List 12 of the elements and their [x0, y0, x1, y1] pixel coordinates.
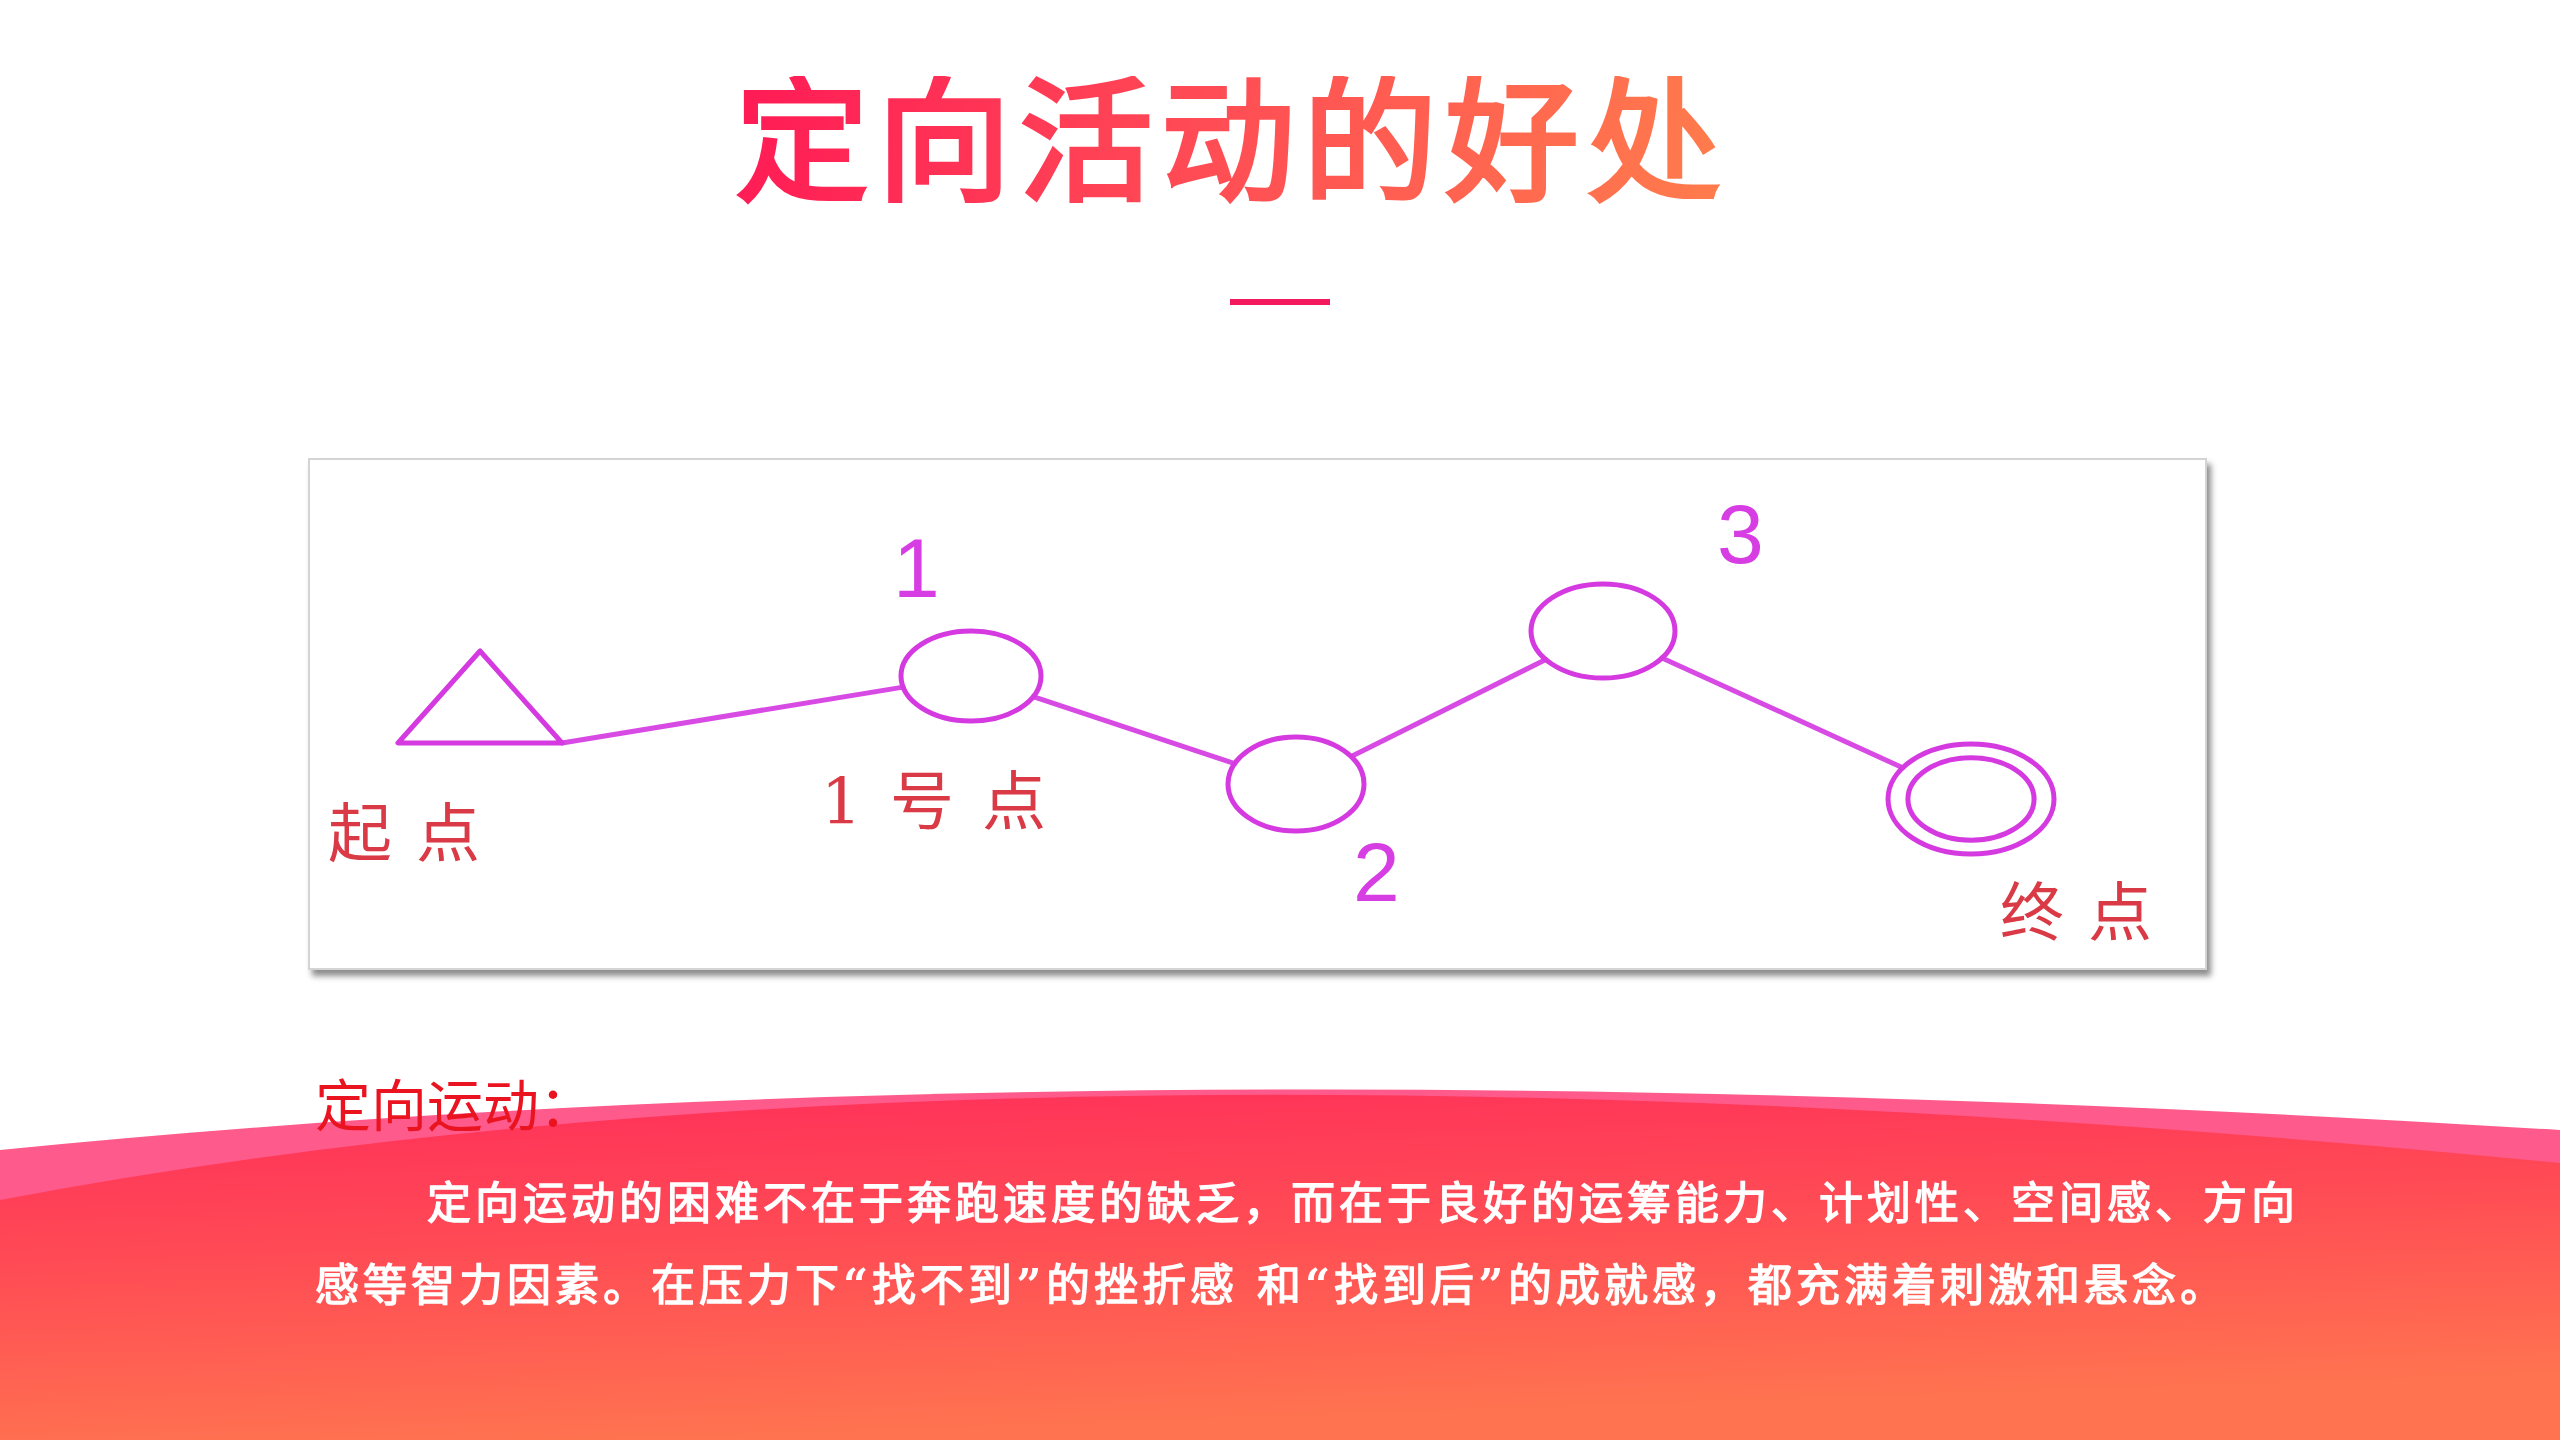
- start-triangle: [394, 647, 566, 747]
- finish-double-circle: [1884, 740, 2058, 858]
- body-paragraph: 定向运动的困难不在于奔跑速度的缺乏，而在于良好的运筹能力、计划性、空间感、方向感等智力因素。在压力下“找不到”的挫折感 和“找到后”的成就感，都充满着刺激和悬念。: [315, 1177, 2300, 1313]
- point-label: 终点: [2000, 881, 2176, 945]
- control-number: 1: [893, 526, 940, 610]
- control-number: 2: [1353, 830, 1400, 914]
- control-number: 3: [1717, 492, 1764, 576]
- control-circle: [897, 627, 1045, 725]
- point-label: 1号点: [821, 770, 1074, 834]
- control-circle: [1527, 580, 1679, 682]
- point-label: 起点: [328, 802, 504, 866]
- control-circle: [1224, 733, 1368, 835]
